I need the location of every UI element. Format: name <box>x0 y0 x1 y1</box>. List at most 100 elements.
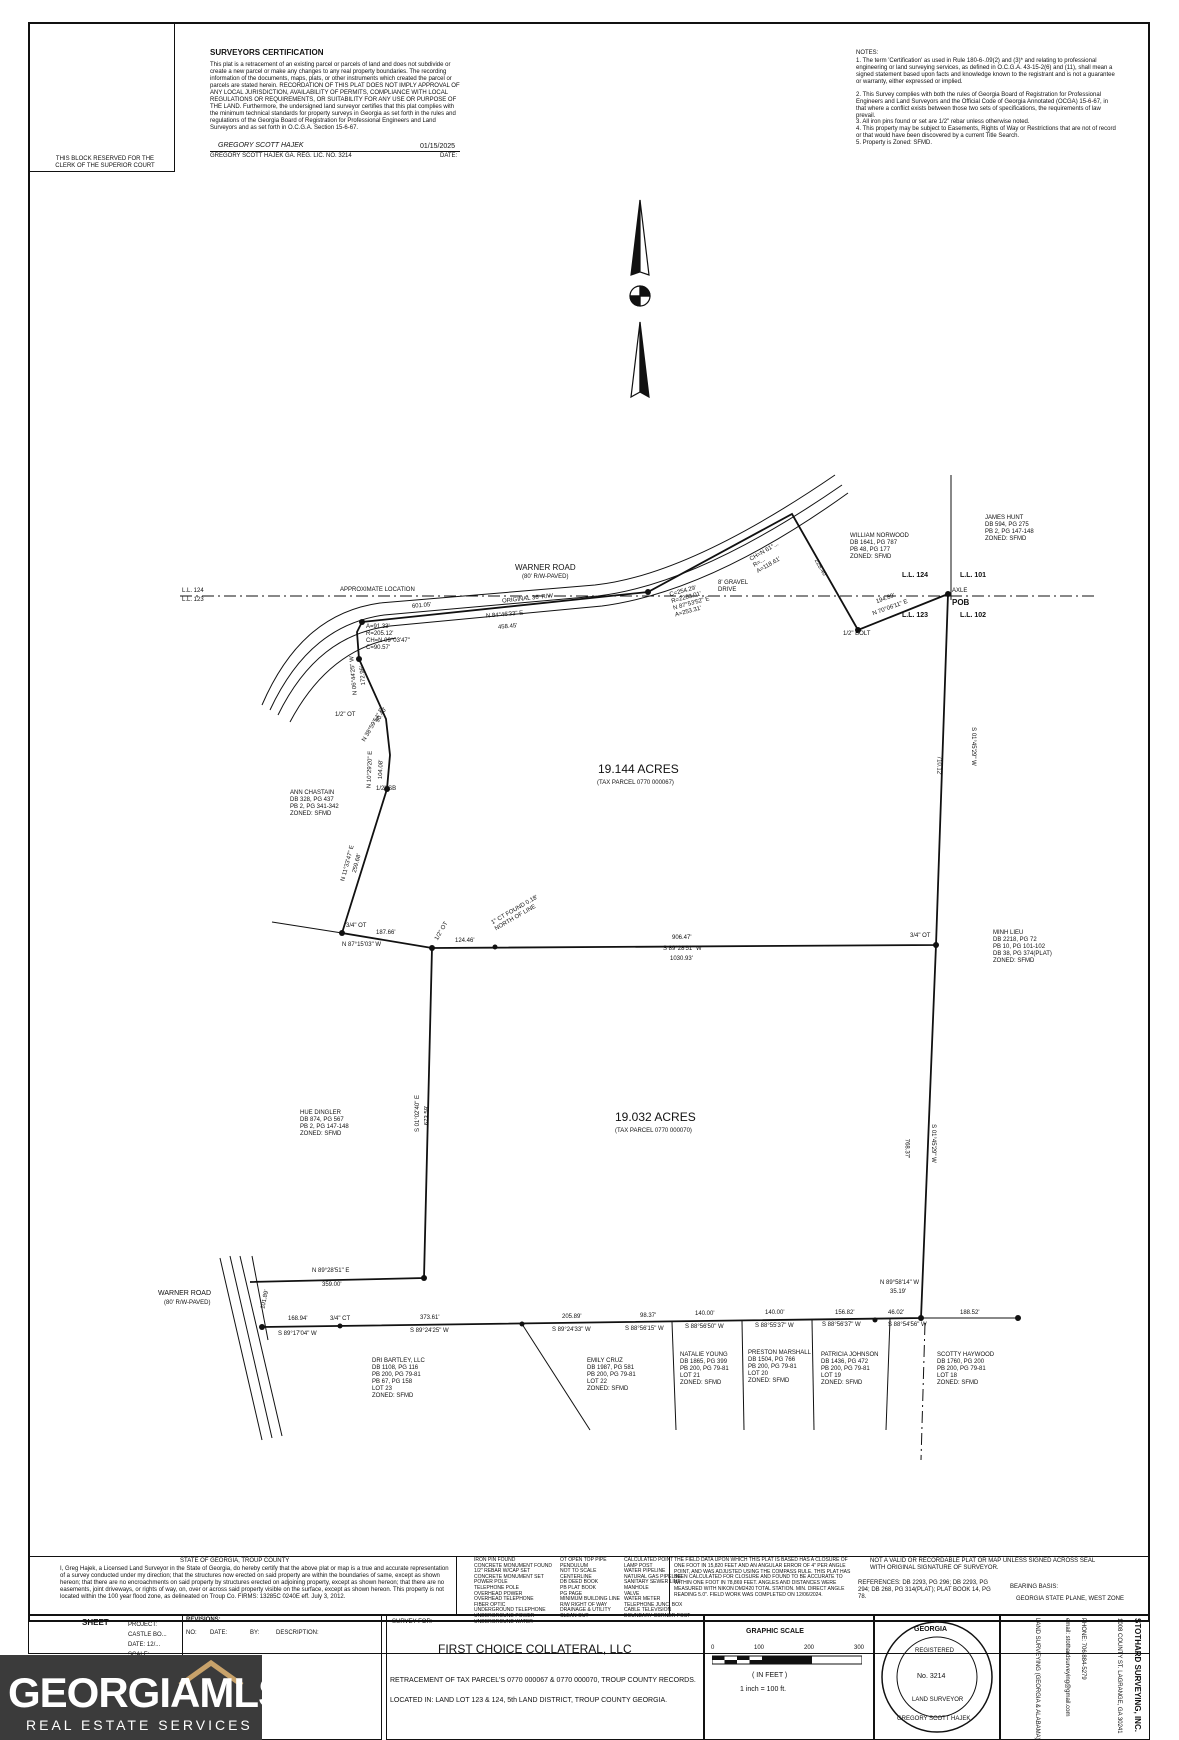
owner-scotty-haywood: SCOTTY HAYWOOD DB 1760, PG 200 PB 200, P… <box>937 1352 995 1386</box>
in-feet-label: ( IN FEET ) <box>752 1672 788 1679</box>
south-dist-8: 46.02' <box>888 1310 905 1316</box>
seal-ring: LAND SURVEYOR <box>912 1697 964 1703</box>
firm-email: email: stothardsurveying@gmail.com <box>1064 1618 1070 1717</box>
graphic-scale-title: GRAPHIC SCALE <box>746 1628 804 1635</box>
located-text: LOCATED IN: LAND LOT 123 & 124, 5th LAND… <box>390 1697 668 1704</box>
ot-label-4: 1/2" OT <box>335 712 356 718</box>
sw-bearing: N 89°28'51" E <box>312 1268 350 1274</box>
owner-patricia-johnson: PATRICIA JOHNSON DB 1436, PG 472 PB 200,… <box>821 1352 879 1386</box>
south-bear-7: S 88°56'37" W <box>822 1322 861 1328</box>
road-top-label: WARNER ROAD <box>515 563 576 572</box>
certificate-title: SURVEYORS CERTIFICATION <box>210 48 324 57</box>
ct-label: 3/4" CT <box>330 1316 351 1322</box>
parcel2-tax: (TAX PARCEL 0770 000070) <box>615 1128 692 1134</box>
clerk-block-label: THIS BLOCK RESERVED FOR THE CLERK OF THE… <box>55 156 155 169</box>
se-bearing: N 89°58'14" W <box>880 1280 920 1286</box>
firm-phone: PHONE: 706 884-5279 <box>1080 1618 1086 1680</box>
parcel1-tax: (TAX PARCEL 0770 000067) <box>597 780 674 786</box>
south-dist-7: 156.82' <box>835 1310 855 1316</box>
references-text: REFERENCES: DB 2293, PG 296; DB 2293, PG… <box>858 1580 991 1600</box>
owner-dri-bartley: DRI BARTLEY, LLC DB 1108, PG 116 PB 200,… <box>372 1358 425 1399</box>
south-dist-6: 140.00' <box>765 1310 785 1316</box>
seal-number: No. 3214 <box>917 1673 946 1680</box>
georgiamls-logo: GEORGIAMLS REAL ESTATE SERVICES <box>0 1655 286 1740</box>
road-bottom-sub: (80' R/W-PAVED) <box>164 1300 211 1306</box>
notes-item-3: 3. All iron pins found or set are 1/2" r… <box>856 119 1030 125</box>
legend-right: CALCULATED POINT LAMP POST WATER PIPELIN… <box>624 1557 691 1619</box>
not-valid-text: NOT A VALID OR RECORDABLE PLAT OR MAP UN… <box>870 1558 1095 1571</box>
rev-no: NO: <box>186 1630 197 1636</box>
logo-sub: REAL ESTATE SERVICES <box>26 1717 253 1733</box>
rev-desc: DESCRIPTION: <box>276 1630 319 1636</box>
ll-123-label: L.L. 123 <box>902 612 929 619</box>
owner-emily-cruz: EMILY CRUZ DB 1987, PG 581 PB 200, PG 79… <box>587 1358 636 1392</box>
parcel2-acres: 19.032 ACRES <box>615 1110 696 1124</box>
road-top-sub: (80' R/W-PAVED) <box>522 574 569 580</box>
certificate-sign-line <box>210 151 460 152</box>
retracement-text: RETRACEMENT OF TAX PARCEL'S 0770 000067 … <box>390 1677 696 1684</box>
owner-preston-marshall: PRESTON MARSHALL DB 1504, PG 766 PB 200,… <box>748 1350 811 1384</box>
firm-address: 1008 COUNTY ST. LAGRANGE, GA 30241 <box>1116 1618 1122 1734</box>
south-bear-4: S 88°56'15" W <box>625 1326 664 1332</box>
owner-ann-chastain: ANN CHASTAIN DB 328, PG 437 PB 2, PG 341… <box>290 790 339 817</box>
client-name: FIRST CHOICE COLLATERAL, LLC <box>438 1642 632 1656</box>
scale-200: 200 <box>804 1645 815 1651</box>
house-roof-icon <box>178 1659 244 1687</box>
affidavit-text: I, Greg Hajek, a Licensed Land Surveyor … <box>60 1566 449 1600</box>
parcel1-acres: 19.144 ACRES <box>598 762 679 776</box>
bolt-label: 1/2" BOLT <box>843 631 871 637</box>
ll-101-label: L.L. 101 <box>960 572 987 579</box>
south-bear-6: S 88°55'37" W <box>755 1323 794 1329</box>
mid-dist: 906.47' <box>672 935 692 941</box>
east2-bearing: S 01°45'29" W <box>929 1124 936 1163</box>
plat-drawing <box>180 199 1095 1461</box>
certificate-date-label: DATE: <box>440 153 458 159</box>
approx-location-label: APPROXIMATE LOCATION <box>340 587 415 593</box>
certificate-body: This plat is a retracement of an existin… <box>210 62 460 131</box>
east-bearing: S 01°45'29" W <box>969 727 976 766</box>
notes-item-1: 1. The term 'Certification' as used in R… <box>856 58 1115 85</box>
west-mid-dist: 673.59' <box>424 1105 431 1126</box>
ot-label-1: 3/4" OT <box>910 933 931 939</box>
south-bear-2: S 89°24'25" W <box>410 1328 449 1334</box>
se-dist: 35.19' <box>890 1289 907 1295</box>
surveyor-seal-icon <box>881 1621 993 1733</box>
certificate-date: 01/15/2025 <box>420 143 456 150</box>
revisions-label: REVISIONS: <box>186 1617 221 1623</box>
east2-dist: 768.37' <box>903 1138 910 1159</box>
ot-label-2: 3/4" OT <box>346 923 367 929</box>
firm-lsa: LAND SURVEYING (GEORGIA & ALABAMA) <box>1034 1618 1040 1740</box>
south-bear-1: S 89°17'04" W <box>278 1331 317 1337</box>
firm-name: STOTHARD SURVEYING, INC. <box>1133 1618 1142 1732</box>
west-mid-bearing: S 01°02'40" E <box>415 1094 422 1133</box>
mid-left-bearing: N 87°15'03" W <box>342 942 382 948</box>
mid-total: 1030.93' <box>670 956 693 962</box>
sb-label: 1/2" SB <box>376 786 397 792</box>
south-bear-5: S 88°56'50" W <box>685 1324 724 1330</box>
sw-dist: 359.00' <box>322 1282 342 1288</box>
clerk-block <box>28 22 175 172</box>
notes-item-2: 2. This Survey complies with both the ru… <box>856 92 1109 119</box>
notes-item-5: 5. Property is Zoned: SFMD. <box>856 140 933 146</box>
south-bear-8: S 88°54'56" W <box>888 1322 927 1328</box>
west-2-dist: 104.08' <box>377 759 385 780</box>
pob-label: POB <box>952 598 970 607</box>
mid-bearing: S 89°28'51" W <box>663 946 702 952</box>
bearing-basis-value: GEORGIA STATE PLANE, WEST ZONE <box>1016 1596 1125 1602</box>
ll-102-label: L.L. 102 <box>960 612 987 619</box>
scale-100: 100 <box>754 1645 765 1651</box>
legend-mid: OT OPEN TOP PIPE PENDULUM NOT TO SCALE C… <box>560 1557 621 1619</box>
road-bottom-label: WARNER ROAD <box>158 1290 212 1297</box>
owner-william-norwood: WILLIAM NORWOOD DB 1641, PG 787 PB 48, P… <box>850 533 909 560</box>
ll-124-label: L.L. 124 <box>902 572 929 579</box>
bearing-basis-label: BEARING BASIS: <box>1010 1584 1059 1590</box>
rev-date: DATE: <box>210 1630 228 1636</box>
owner-minh-lieu: MINH LIEU DB 2218, PG 72 PB 10, PG 101-1… <box>993 930 1052 964</box>
east-dist: 710.12' <box>935 755 942 776</box>
closure-text: THE FIELD DATA UPON WHICH THIS PLAT IS B… <box>674 1557 851 1598</box>
inch-ratio: 1 inch = 100 ft. <box>740 1686 787 1693</box>
scale-bar <box>712 1655 862 1665</box>
scale-300: 300 <box>854 1645 865 1651</box>
south-dist-1: 168.94' <box>288 1316 308 1322</box>
seal-registered: REGISTERED <box>915 1648 955 1654</box>
